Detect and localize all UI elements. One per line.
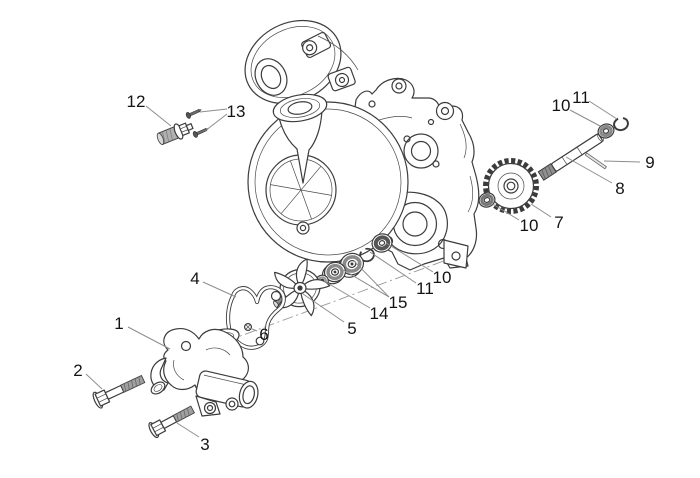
callout-8: 8 (615, 179, 624, 198)
shaft-circlip (613, 116, 629, 132)
engine-crankcase-cover (244, 19, 480, 271)
callout-15: 15 (389, 293, 408, 312)
filler-neck (277, 109, 323, 184)
pump-shaft (537, 132, 605, 181)
sprocket-washer (478, 192, 496, 208)
bolt-short (148, 405, 196, 439)
outlet-pipe (195, 370, 259, 409)
callout-11-top: 11 (572, 88, 590, 107)
shaft-pin (584, 152, 607, 170)
callout-10-mid: 10 (520, 216, 539, 235)
pump-seal (371, 233, 393, 253)
bearing-outer (337, 252, 365, 278)
gasket-screw (244, 323, 253, 332)
screw-upper (185, 109, 202, 119)
bolt-long (92, 374, 146, 409)
callout-9: 9 (645, 153, 654, 172)
callout-4: 4 (190, 269, 199, 288)
callouts: 1 2 3 4 5 6 7 8 9 10 11 10 10 11 12 13 1… (73, 88, 654, 454)
callout-12: 12 (127, 92, 146, 111)
callout-1: 1 (114, 314, 123, 333)
drain-plug (156, 122, 194, 145)
callout-3: 3 (200, 435, 209, 454)
water-pump-cover (150, 327, 259, 417)
leader-lines (85, 100, 641, 438)
callout-11-bottom: 11 (416, 279, 434, 298)
pump-sprocket (483, 158, 539, 214)
callout-2: 2 (73, 361, 82, 380)
shaft-washer (597, 123, 615, 139)
callout-5: 5 (347, 319, 356, 338)
callout-14: 14 (370, 304, 389, 323)
casing-boss (403, 133, 439, 169)
assembly-centerline (169, 251, 469, 363)
callout-6: 6 (259, 325, 268, 344)
callout-13: 13 (227, 102, 246, 121)
callout-7: 7 (554, 213, 563, 232)
callout-10-bottom: 10 (433, 268, 452, 287)
screw-lower (192, 128, 209, 138)
callout-10-top: 10 (552, 96, 571, 115)
